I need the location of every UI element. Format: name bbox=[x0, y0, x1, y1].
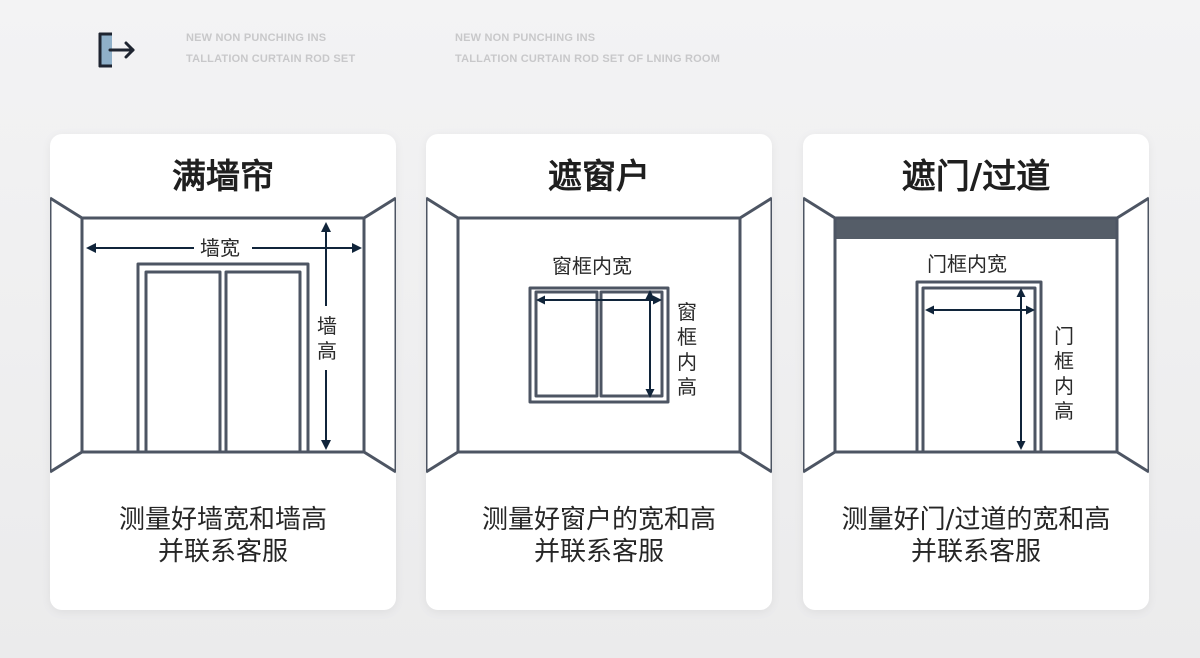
card-description: 测量好墙宽和墙高 并联系客服 bbox=[50, 504, 396, 568]
card-title: 满墙帘 bbox=[172, 157, 274, 197]
tagline-2-line-2: TALLATION CURTAIN ROD SET OF LNING ROOM bbox=[455, 53, 721, 65]
description-line-2: 并联系客服 bbox=[910, 537, 1041, 567]
description-line-1: 测量好窗户的宽和高 bbox=[481, 505, 716, 535]
window-diagram bbox=[426, 196, 772, 474]
header-tagline-1: NEW NON PUNCHING INS TALLATION CURTAIN R… bbox=[186, 28, 355, 70]
card-title: 遮门/过道 bbox=[901, 157, 1051, 197]
description-line-1: 测量好门/过道的宽和高 bbox=[841, 505, 1111, 535]
curtain-rod bbox=[835, 217, 1117, 239]
tagline-1-line-1: NEW NON PUNCHING INS bbox=[186, 32, 327, 44]
header-tagline-2: NEW NON PUNCHING INS TALLATION CURTAIN R… bbox=[455, 28, 720, 70]
wall-width-label: 墙宽 bbox=[200, 236, 240, 260]
door-diagram bbox=[803, 196, 1149, 474]
door-height-label: 门框内高 bbox=[1054, 324, 1074, 423]
window-height-label: 窗框内高 bbox=[677, 300, 697, 399]
full-wall-diagram bbox=[50, 196, 396, 474]
description-line-2: 并联系客服 bbox=[533, 537, 664, 567]
card-cover-door: 遮门/过道 门框内宽 门框内高 测量好门/过道的宽和高 并联系客服 bbox=[803, 134, 1149, 610]
card-description: 测量好门/过道的宽和高 并联系客服 bbox=[803, 504, 1149, 568]
exit-arrow-icon bbox=[96, 30, 138, 70]
card-description: 测量好窗户的宽和高 并联系客服 bbox=[426, 504, 772, 568]
tagline-2-line-1: NEW NON PUNCHING INS bbox=[455, 32, 596, 44]
card-cover-window: 遮窗户 窗框内宽 窗框内高 测量好窗户的宽和高 并联系客服 bbox=[426, 134, 772, 610]
card-full-wall: 满墙帘 墙宽 墙高 测量好墙宽和墙高 并联系客服 bbox=[50, 134, 396, 610]
wall-height-label: 墙高 bbox=[317, 314, 337, 363]
card-title: 遮窗户 bbox=[548, 157, 650, 197]
door-width-label: 门框内宽 bbox=[927, 252, 1007, 276]
description-line-1: 测量好墙宽和墙高 bbox=[118, 505, 327, 535]
description-line-2: 并联系客服 bbox=[157, 537, 288, 567]
window-width-label: 窗框内宽 bbox=[552, 254, 632, 278]
tagline-1-line-2: TALLATION CURTAIN ROD SET bbox=[186, 53, 356, 65]
